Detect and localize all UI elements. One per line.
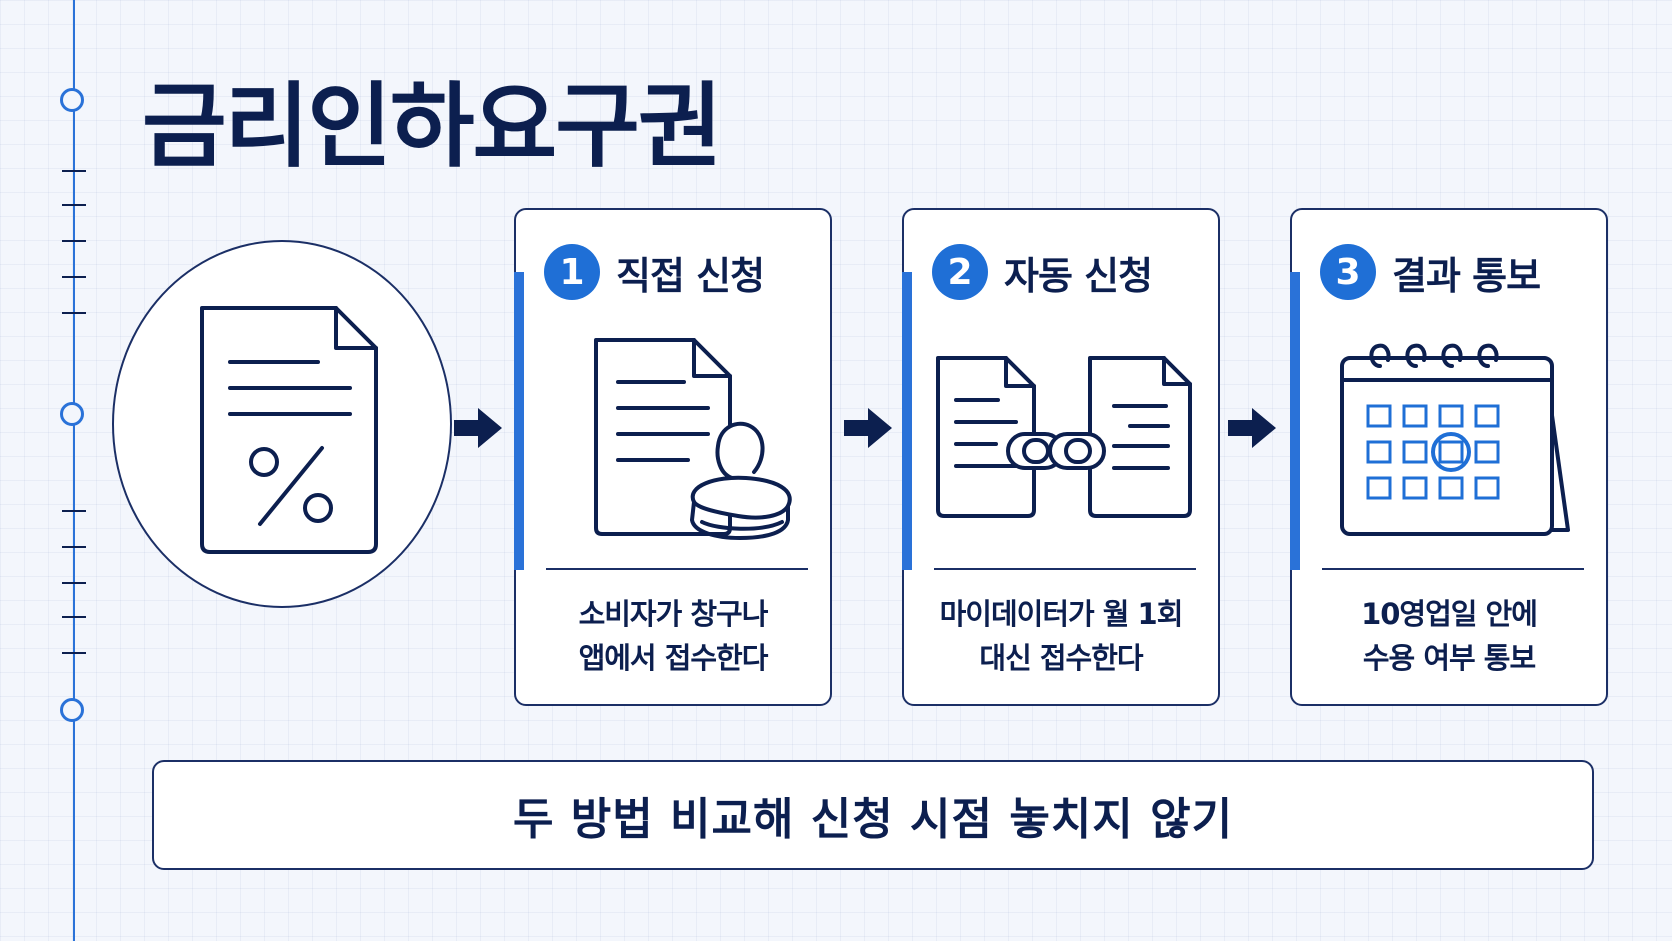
timeline-tick (62, 546, 86, 548)
step-number-badge: 2 (932, 244, 988, 300)
step-description: 소비자가 창구나 앱에서 접수한다 (516, 592, 830, 680)
card-accent-bar (902, 272, 912, 570)
timeline-line (73, 0, 75, 941)
step-card-auto: 2 자동 신청 마이데이터가 월 1회 대신 접수한다 (902, 208, 1220, 706)
step-header: 3 결과 통보 (1320, 244, 1541, 300)
timeline-tick (62, 276, 86, 278)
step-title: 결과 통보 (1392, 253, 1541, 298)
summary-banner: 두 방법 비교해 신청 시점 놓치지 않기 (152, 760, 1594, 870)
step-description-line: 대신 접수한다 (979, 641, 1143, 675)
timeline-node (60, 88, 84, 112)
timeline-tick (62, 170, 86, 172)
step-description: 10영업일 안에 수용 여부 통보 (1292, 592, 1606, 680)
step-description-line: 앱에서 접수한다 (578, 641, 769, 675)
step-description-line: 10영업일 안에 (1361, 597, 1538, 631)
timeline-node (60, 698, 84, 722)
step-number-badge: 1 (544, 244, 600, 300)
arrow-right-icon (454, 408, 502, 448)
step-description-line: 소비자가 창구나 (578, 597, 769, 631)
hero-circle (112, 240, 452, 608)
arrow-right-icon (844, 408, 892, 448)
calendar-icon (1340, 343, 1570, 536)
step-title: 직접 신청 (616, 253, 765, 298)
timeline-tick (62, 204, 86, 206)
step-description: 마이데이터가 월 1회 대신 접수한다 (904, 592, 1218, 680)
linked-documents-icon (936, 356, 1192, 518)
page-title: 금리인하요구권 (142, 73, 722, 180)
percent-document-icon (200, 306, 378, 554)
step-description-line: 마이데이터가 월 1회 (939, 597, 1184, 631)
timeline-tick (62, 240, 86, 242)
step-card-result: 3 결과 통보 10영업일 안에 (1290, 208, 1608, 706)
timeline-tick (62, 652, 86, 654)
timeline-tick (62, 582, 86, 584)
card-accent-bar (514, 272, 524, 570)
step-title: 자동 신청 (1004, 253, 1153, 298)
timeline-node (60, 402, 84, 426)
card-divider (546, 568, 808, 570)
step-card-direct: 1 직접 신청 소비자가 창구나 앱에서 접수한다 (514, 208, 832, 706)
document-stamp-icon (594, 338, 792, 540)
timeline-tick (62, 312, 86, 314)
card-divider (934, 568, 1196, 570)
timeline-tick (62, 510, 86, 512)
arrow-right-icon (1228, 408, 1276, 448)
step-header: 1 직접 신청 (544, 244, 765, 300)
card-divider (1322, 568, 1584, 570)
step-number-badge: 3 (1320, 244, 1376, 300)
step-description-line: 수용 여부 통보 (1362, 641, 1536, 675)
timeline-tick (62, 616, 86, 618)
step-header: 2 자동 신청 (932, 244, 1153, 300)
card-accent-bar (1290, 272, 1300, 570)
